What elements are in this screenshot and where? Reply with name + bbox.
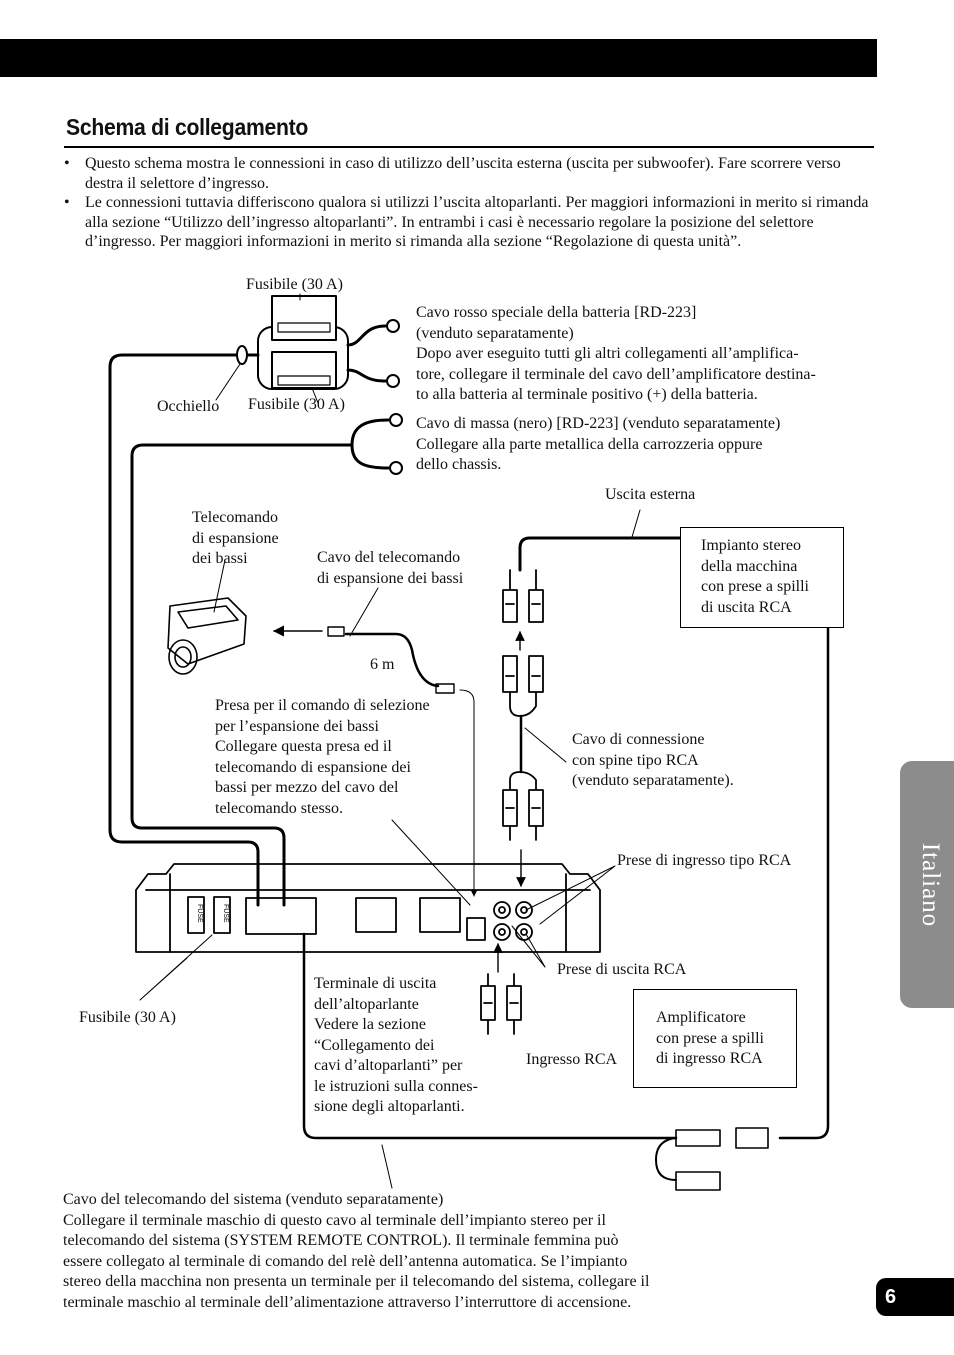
language-tab-label: Italiano — [917, 842, 944, 927]
bass-jack-label: Presa per il comando di selezione per l’… — [215, 697, 430, 817]
intro-bullet: Questo schema mostra le connessioni in c… — [64, 154, 872, 193]
header-bar — [0, 39, 877, 77]
rca-cable-label: Cavo di connessione con spine tipo RCA (… — [572, 731, 734, 789]
grommet-label: Occhiello — [157, 398, 220, 415]
intro-bullet: Le connessioni tuttavia differiscono qua… — [64, 193, 872, 252]
bass-remote-cable-label: Cavo del telecomando di espansione dei b… — [317, 549, 464, 587]
rca-output-jacks-label: Prese di uscita RCA — [557, 961, 687, 978]
fuse-mid-label: Fusibile (30 A) — [248, 396, 345, 413]
male-terminal-icon — [675, 1129, 721, 1147]
fuse-top-label: Fusibile (30 A) — [246, 276, 343, 293]
battery-cable-label: Cavo rosso speciale della batteria [RD-2… — [416, 304, 816, 403]
fuse-holder-bottom — [271, 351, 337, 389]
system-remote-note: Cavo del telecomando del sistema (vendut… — [63, 1191, 650, 1311]
power-cable — [108, 353, 260, 907]
plug-icon — [435, 683, 455, 694]
ground-cable-label: Cavo di massa (nero) [RD-223] (venduto s… — [416, 415, 781, 473]
speaker-terminal-label: Terminale di uscita dell’altoparlante Ve… — [314, 975, 478, 1115]
rca-input-label: Ingresso RCA — [526, 1051, 618, 1068]
rca-plug-pair — [502, 771, 544, 841]
car-stereo-label: Impianto stereo della macchina con prese… — [701, 537, 809, 616]
ring-terminal-icon — [386, 374, 400, 388]
cable-length-label: 6 m — [370, 656, 395, 673]
page-number: 6 — [876, 1278, 954, 1316]
page-title: Schema di collegamento — [66, 114, 309, 140]
amplifier-box-label: Amplificatore con prese a spilli di ingr… — [656, 1009, 764, 1067]
grommet-icon — [236, 345, 248, 365]
ground-cable — [130, 418, 390, 907]
external-output-label: Uscita esterna — [605, 486, 696, 503]
language-tab: Italiano — [900, 761, 954, 1008]
bass-remote-cable — [344, 632, 440, 688]
amp-fuse-label: FUSE — [196, 904, 203, 923]
bass-remote-icon — [167, 597, 247, 675]
fuse-bottom-label: Fusibile (30 A) — [79, 1009, 176, 1026]
ground-terminal-icon — [389, 413, 403, 427]
car-stereo-box: Impianto stereo della macchina con prese… — [680, 527, 844, 628]
plug-icon — [327, 626, 345, 637]
ground-terminal-icon — [389, 461, 403, 475]
amplifier-box: Amplificatore con prese a spilli di ingr… — [633, 989, 797, 1088]
system-remote-cable — [302, 932, 678, 1140]
female-terminal-icon — [675, 1171, 721, 1191]
intro-list: Questo schema mostra le connessioni in c… — [64, 154, 872, 252]
rca-plug-pair — [480, 973, 522, 1035]
rca-output-cable — [518, 536, 684, 572]
ring-terminal-icon — [386, 319, 400, 333]
amp-fuse-label: FUSE — [222, 904, 229, 923]
rca-plug-pair — [502, 569, 544, 623]
battery-cable — [346, 324, 387, 383]
rca-plug-pair — [502, 655, 544, 717]
bass-remote-label: Telecomando di espansione dei bassi — [192, 509, 279, 567]
remote-wire — [778, 625, 830, 1140]
title-rule — [64, 146, 874, 148]
rca-input-jacks-label: Prese di ingresso tipo RCA — [617, 852, 792, 869]
amplifier-icon — [135, 863, 601, 953]
female-terminal-icon — [735, 1127, 769, 1149]
